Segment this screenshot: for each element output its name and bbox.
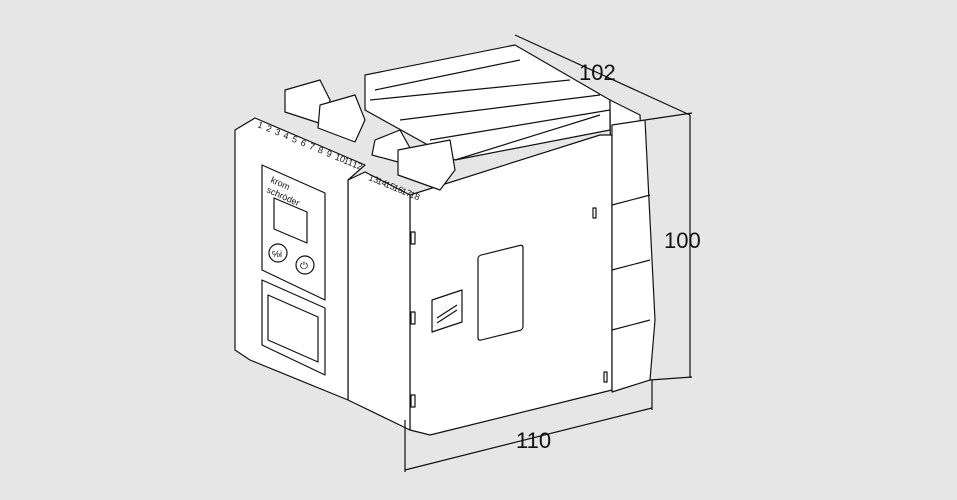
terminal-number: 4 <box>282 130 290 141</box>
terminal-number: 2 <box>265 123 273 134</box>
info-button <box>268 243 288 263</box>
terminal-number: 11 <box>342 155 354 168</box>
terminal-plugs <box>284 79 456 191</box>
front-module: ℅i ⏻ krom schröder <box>234 117 366 401</box>
terminal-number: 6 <box>299 137 307 148</box>
terminal-number: 5 <box>291 134 299 145</box>
terminal-number: 16 <box>392 183 405 196</box>
info-icon: ℅i <box>272 249 282 259</box>
terminal-number: 9 <box>325 148 333 159</box>
terminal-number: 8 <box>317 145 325 156</box>
terminal-number: 1 <box>256 119 264 130</box>
terminal-number: 3 <box>274 127 282 138</box>
width-dimension: 110 <box>516 428 551 453</box>
terminal-number: 7 <box>308 141 316 152</box>
middle-module <box>347 171 411 431</box>
dimension-lines <box>404 34 693 472</box>
right-module <box>409 119 656 436</box>
height-dimension: 100 <box>664 228 701 253</box>
terminal-number: 10 <box>334 152 347 165</box>
power-icon: ⏻ <box>300 261 308 272</box>
label-plate <box>477 244 524 341</box>
power-button <box>295 255 315 275</box>
terminal-number: 15 <box>384 179 397 192</box>
terminal-number: 13 <box>367 172 380 185</box>
terminal-number: 17 <box>400 186 413 199</box>
terminal-number: 12 <box>351 159 364 172</box>
depth-dimension: 102 <box>579 60 616 85</box>
display-screen <box>273 197 308 244</box>
terminal-number: 18 <box>408 189 421 202</box>
terminal-number: 14 <box>376 176 389 189</box>
